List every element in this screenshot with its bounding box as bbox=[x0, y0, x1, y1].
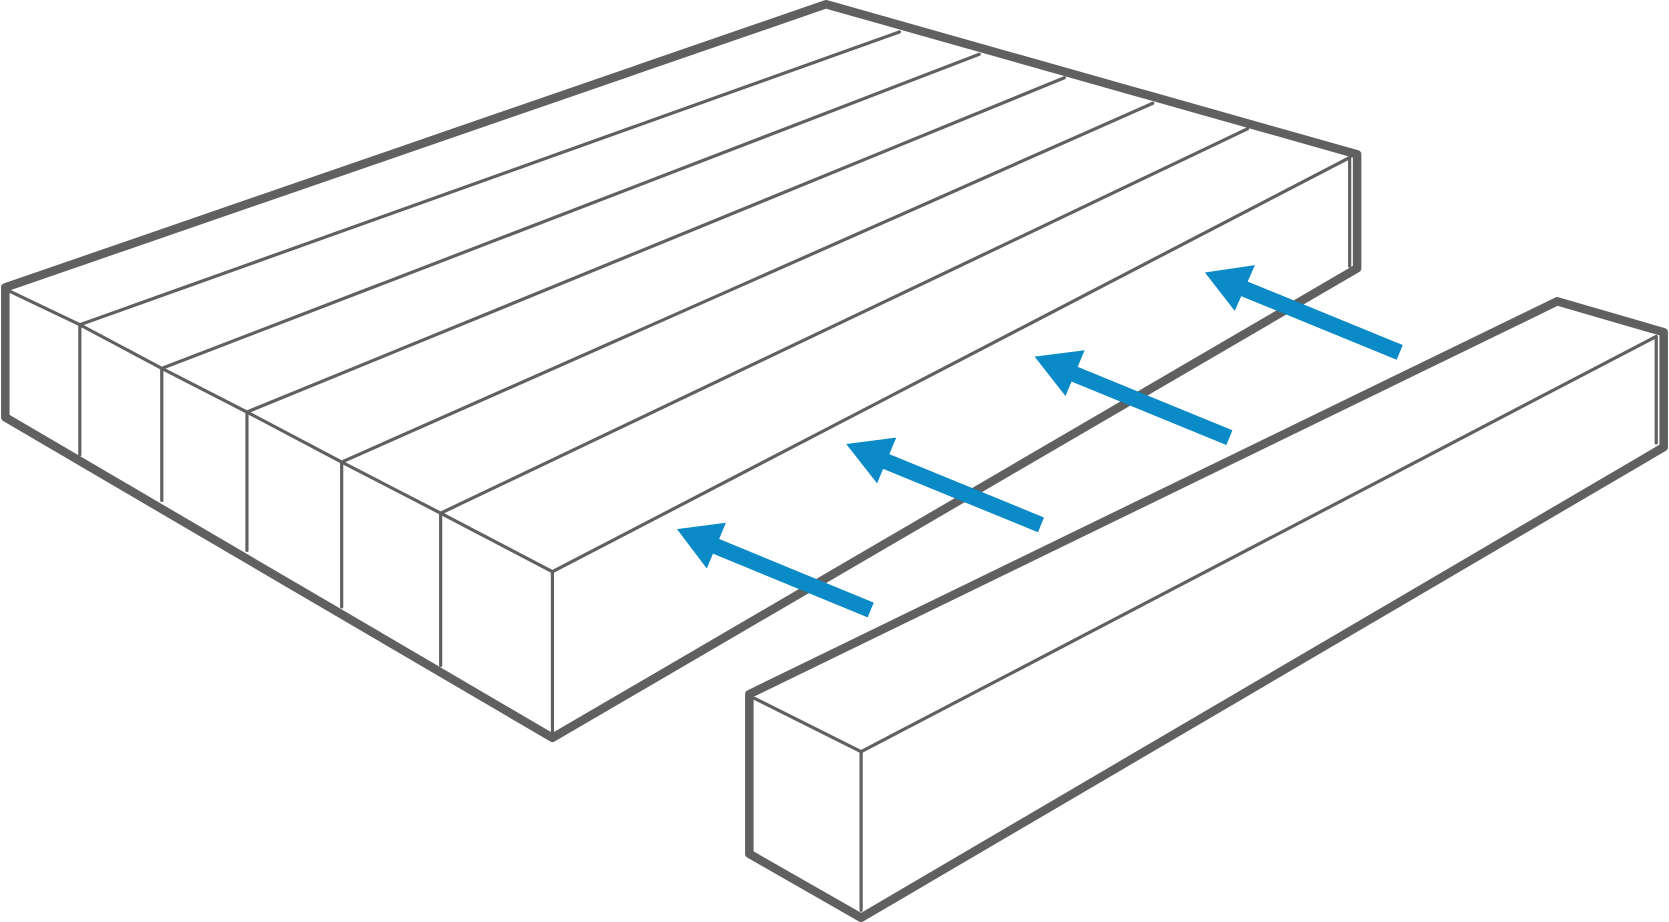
arrow-head bbox=[846, 437, 897, 484]
board-divider-top bbox=[340, 101, 1155, 464]
single-board bbox=[745, 297, 1668, 922]
arrow bbox=[676, 522, 874, 618]
single-board-outline bbox=[745, 297, 1668, 922]
arrow-shaft bbox=[1238, 280, 1403, 360]
arrow bbox=[1204, 265, 1403, 360]
arrow-shaft bbox=[1067, 365, 1233, 445]
arrow-shaft bbox=[879, 452, 1045, 533]
board-divider-top bbox=[78, 30, 902, 327]
board-dividers bbox=[78, 30, 1250, 735]
arrow bbox=[1034, 350, 1233, 445]
board-divider-top bbox=[160, 52, 981, 370]
arrow-head bbox=[676, 522, 726, 569]
arrow-head bbox=[1204, 265, 1255, 311]
board-divider-top bbox=[245, 76, 1067, 414]
board-stack bbox=[1, 0, 1362, 743]
arrow-shaft bbox=[710, 537, 874, 618]
board-divider-top bbox=[439, 127, 1250, 515]
arrow bbox=[846, 437, 1045, 533]
single-board-front-edge bbox=[753, 334, 1658, 754]
board-stack-front-edge bbox=[9, 155, 1352, 574]
arrow-head bbox=[1034, 350, 1085, 397]
movement-arrows bbox=[676, 265, 1403, 618]
